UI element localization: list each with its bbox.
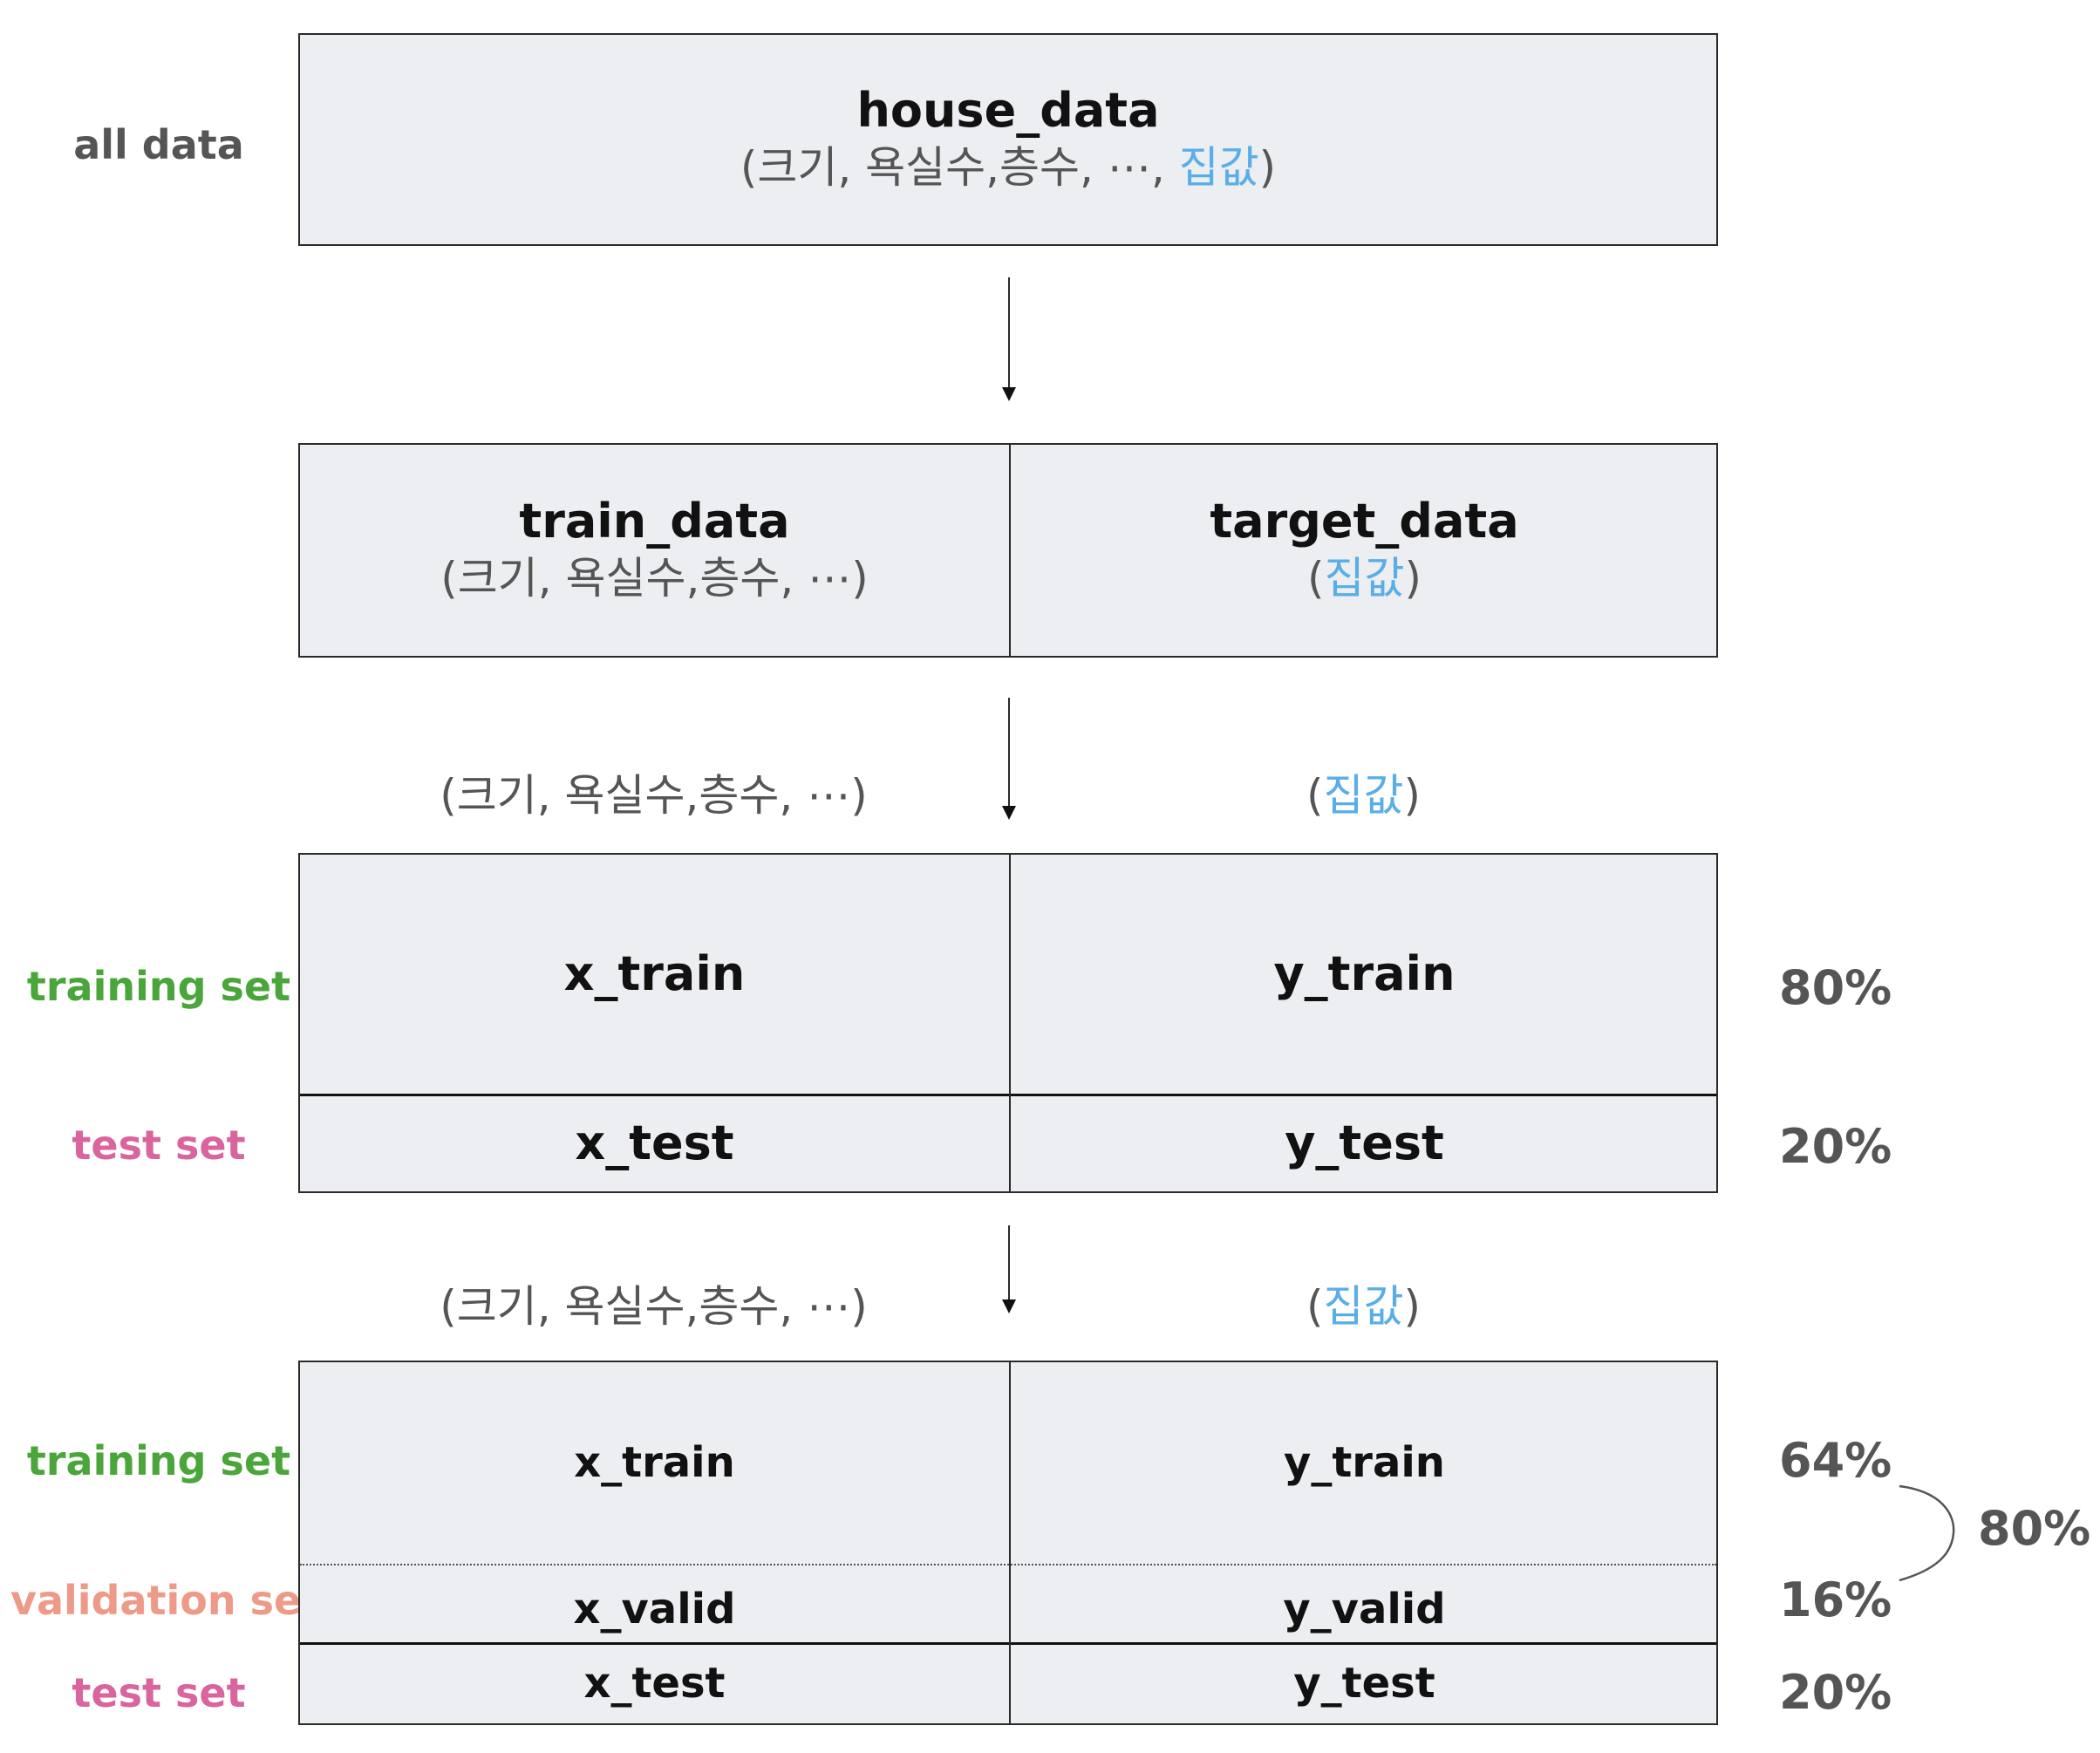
house-data-features: (크기, 욕실수,층수, ⋯, [740,141,1179,193]
split-3-train-percent: 64% [1779,1433,1892,1488]
split-3-target-value: 집값 [1323,1281,1404,1332]
split-3-combined-percent: 80% [1978,1501,2091,1556]
train-data-title: train_data [519,494,790,549]
y-train-label: y_train [1273,946,1456,1002]
arrow-3-head-icon [1002,1299,1016,1313]
split-2-target-close: ) [1403,770,1422,821]
x-test-2-cell: x_test [300,1645,1009,1723]
house-data-subtitle: (크기, 욕실수,층수, ⋯, 집값) [740,140,1276,196]
label-all-data: all data [73,121,244,168]
split-2-features-caption: (크기, 욕실수,층수, ⋯) [440,770,868,821]
x-train-2-label: x_train [574,1438,735,1488]
x-test-cell: x_test [300,1096,1009,1191]
label-training-set-1: training set [26,963,291,1010]
split-3-target-open: ( [1306,1281,1324,1332]
house-data-box: house_data (크기, 욕실수,층수, ⋯, 집값) [298,33,1718,246]
y-test-cell: y_test [1011,1096,1718,1191]
split-2-test-percent: 20% [1779,1119,1892,1174]
y-train-2-label: y_train [1284,1438,1445,1488]
house-data-target: 집값 [1178,141,1259,193]
label-test-set-1: test set [72,1122,246,1169]
arrow-1-head-icon [1002,387,1016,401]
y-test-2-cell: y_test [1011,1645,1718,1723]
train-data-subtitle: (크기, 욕실수,층수, ⋯) [440,552,869,604]
x-train-2-cell: x_train [300,1362,1009,1565]
split-2-divider [1009,855,1011,1191]
split-3-valid-percent: 16% [1779,1572,1892,1627]
y-train-2-cell: y_train [1011,1362,1718,1565]
target-data-value: 집값 [1324,552,1405,604]
split-3-valid-test-divider [300,1642,1716,1645]
train-data-cell: train_data (크기, 욕실수,층수, ⋯) [300,445,1009,656]
split-3-target-close: ) [1403,1281,1422,1332]
target-data-title: target_data [1210,494,1519,549]
house-data-cell: house_data (크기, 욕실수,층수, ⋯, 집값) [300,35,1716,244]
y-valid-cell: y_valid [1011,1570,1718,1650]
house-data-title: house_data [856,83,1160,139]
label-test-set-2: test set [72,1669,246,1716]
arrow-3-shaft [1008,1225,1010,1306]
house-data-close: ) [1258,141,1277,193]
split-2-target-open: ( [1306,770,1324,821]
x-test-2-label: x_test [583,1659,726,1709]
target-data-cell: target_data (집값) [1011,445,1718,656]
x-train-label: x_train [563,946,746,1002]
label-training-set-2: training set [26,1437,291,1484]
y-valid-label: y_valid [1283,1585,1446,1634]
split-1-box: train_data (크기, 욕실수,층수, ⋯) target_data (… [298,443,1718,658]
target-data-subtitle: (집값) [1307,550,1422,607]
target-data-close: ) [1404,552,1422,604]
split-2-train-percent: 80% [1779,960,1892,1015]
arrow-1-shaft [1008,277,1010,392]
split-2-train-test-divider [300,1094,1716,1096]
combined-brace-icon [1899,1484,1955,1582]
split-3-divider [1009,1362,1011,1723]
split-3-features-caption: (크기, 욕실수,층수, ⋯) [440,1281,868,1332]
arrow-2-head-icon [1002,806,1016,820]
split-1-divider [1009,445,1011,656]
x-test-label: x_test [575,1115,734,1171]
y-test-label: y_test [1285,1115,1444,1171]
y-train-cell: y_train [1011,855,1718,1095]
target-data-open: ( [1306,552,1325,604]
label-validation-set: validation set [10,1577,321,1624]
x-train-cell: x_train [300,855,1009,1095]
x-valid-cell: x_valid [300,1570,1009,1650]
split-2-target-caption: (집값) [1009,767,1718,824]
x-valid-label: x_valid [573,1585,736,1634]
arrow-2-shaft [1008,698,1010,811]
split-3-box: x_train y_train x_valid y_valid x_test y… [298,1361,1718,1725]
split-3-test-percent: 20% [1779,1665,1892,1720]
split-2-target-value: 집값 [1323,770,1404,821]
split-3-train-valid-divider [300,1564,1716,1565]
split-2-box: x_train y_train x_test y_test [298,853,1718,1193]
split-3-target-caption: (집값) [1009,1279,1718,1335]
y-test-2-label: y_test [1293,1659,1435,1709]
